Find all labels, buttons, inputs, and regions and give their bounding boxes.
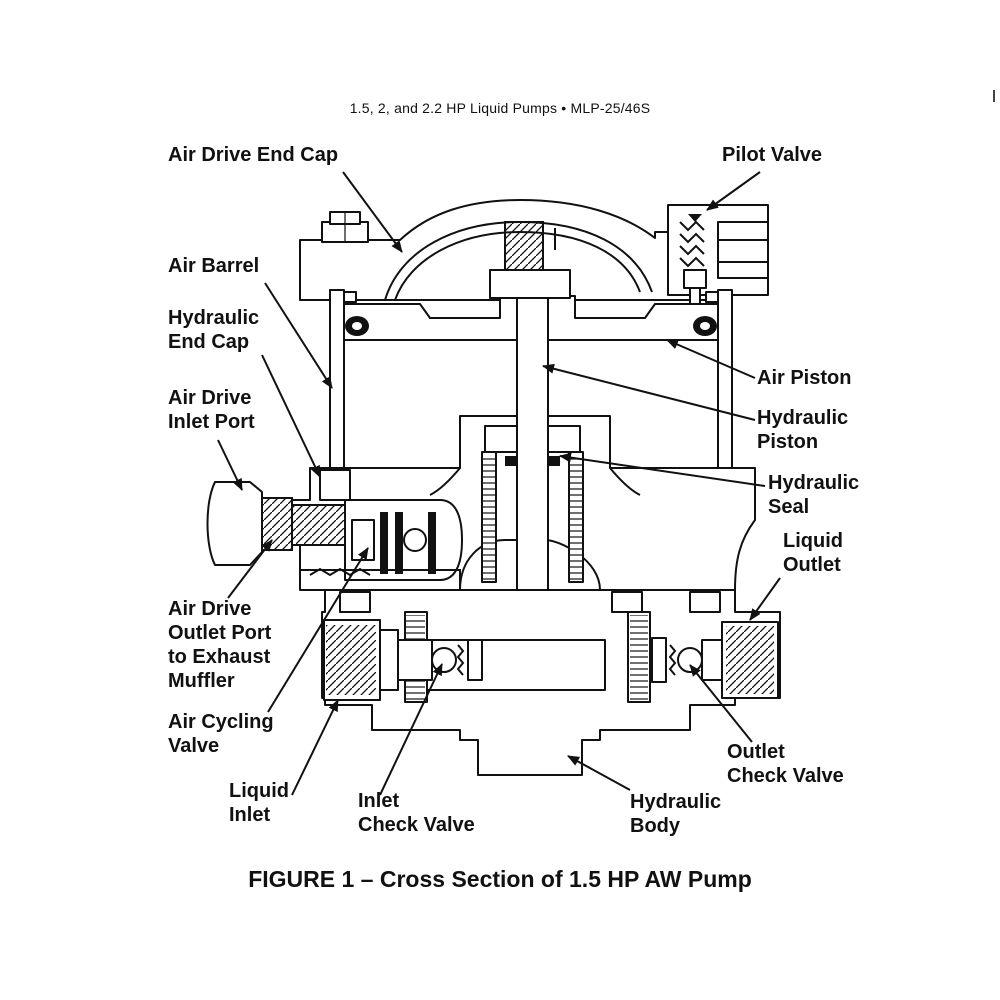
label-line: Pilot Valve	[722, 144, 823, 166]
label-line: Inlet Port	[168, 411, 255, 433]
label-line: Liquid	[783, 530, 843, 552]
label-hydraulic-body: Hydraulic Body	[630, 790, 721, 838]
label-hydraulic-piston: Hydraulic Piston	[757, 406, 848, 454]
label-line: Inlet	[358, 790, 400, 812]
label-line: Outlet	[727, 741, 785, 763]
label-hydraulic-end-cap: Hydraulic End Cap	[168, 306, 259, 354]
label-line: Inlet	[229, 804, 271, 826]
label-line: Liquid	[229, 780, 289, 802]
leader-lines	[217, 171, 781, 796]
label-air-drive-end-cap: Air Drive End Cap	[168, 143, 338, 167]
label-air-drive-inlet-port: Air Drive Inlet Port	[168, 386, 255, 434]
label-air-drive-outlet-port: Air Drive Outlet Port to Exhaust Muffler	[168, 597, 271, 693]
label-outlet-check-valve: Outlet Check Valve	[727, 740, 844, 788]
label-air-piston: Air Piston	[757, 366, 851, 390]
hydraulic-piston-part	[516, 297, 549, 638]
liquid-outlet-part	[721, 621, 779, 699]
label-line: End Cap	[168, 331, 250, 353]
label-line: Body	[630, 815, 680, 837]
label-line: Seal	[768, 496, 810, 518]
label-line: Air Drive	[168, 598, 252, 620]
label-line: Air Barrel	[168, 255, 260, 277]
label-line: Air Cycling	[168, 711, 274, 733]
liquid-inlet-part	[323, 619, 399, 701]
air-drive-end-cap-part	[299, 199, 721, 301]
page-header: 1.5, 2, and 2.2 HP Liquid Pumps • MLP-25…	[349, 100, 651, 116]
label-pilot-valve: Pilot Valve	[722, 143, 822, 167]
label-line: Outlet Port	[168, 622, 272, 644]
label-line: Air Piston	[757, 367, 852, 389]
label-line: Check Valve	[727, 765, 844, 787]
label-line: Air Drive	[168, 387, 252, 409]
label-liquid-inlet: Liquid Inlet	[229, 779, 289, 827]
label-line: to Exhaust	[168, 646, 271, 668]
label-hydraulic-seal: Hydraulic Seal	[768, 471, 859, 519]
hydraulic-body-part	[321, 589, 781, 776]
label-line: Piston	[757, 431, 819, 453]
label-line: Outlet	[783, 554, 841, 576]
label-line: Hydraulic	[757, 407, 849, 429]
label-line: Hydraulic	[630, 791, 722, 813]
air-cycling-valve-part	[300, 499, 463, 590]
air-barrel-part	[329, 289, 733, 486]
label-line: Hydraulic	[768, 472, 860, 494]
label-line: Check Valve	[358, 814, 475, 836]
air-drive-inlet-port-part	[206, 481, 346, 566]
label-air-cycling-valve: Air Cycling Valve	[168, 710, 274, 758]
label-line: Valve	[168, 735, 220, 757]
label-line: Air Drive End Cap	[168, 144, 339, 166]
label-line: Hydraulic	[168, 307, 260, 329]
label-air-barrel: Air Barrel	[168, 254, 259, 278]
figure-caption: FIGURE 1 – Cross Section of 1.5 HP AW Pu…	[248, 866, 752, 892]
label-inlet-check-valve: Inlet Check Valve	[358, 789, 475, 837]
page-edge-mark	[993, 90, 995, 102]
label-line: Muffler	[168, 670, 235, 692]
label-liquid-outlet: Liquid Outlet	[783, 529, 843, 577]
